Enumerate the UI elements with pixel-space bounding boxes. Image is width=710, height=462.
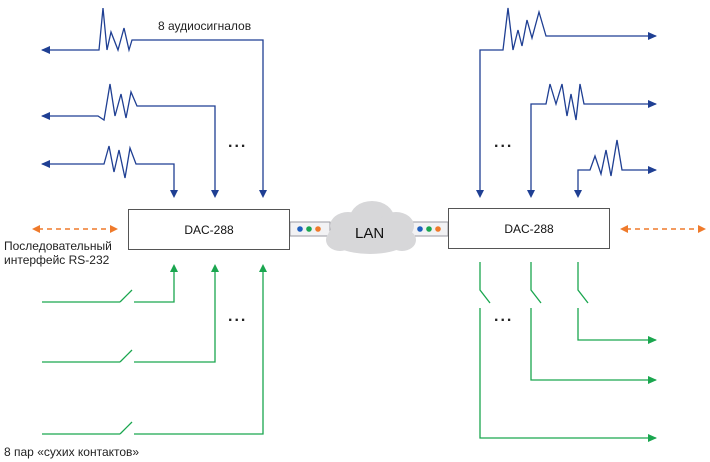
dry-contacts-label: 8 пар «сухих контактов»: [4, 445, 140, 459]
left-audio-line-2: [41, 83, 216, 190]
ellipsis-right-contacts: ...: [494, 308, 514, 325]
right-audio-line-3: [577, 139, 657, 190]
left-audio-line-3: [41, 145, 175, 190]
lan-label: LAN: [355, 225, 385, 242]
lan-cloud: [326, 201, 416, 254]
left-audio-line-1: [41, 7, 264, 190]
left-contact-3: [42, 272, 264, 435]
right-audio-line-2: [530, 83, 657, 190]
right-contact-3: [577, 262, 656, 340]
lan-cable-right: [409, 221, 449, 237]
left-contact-lines: [42, 272, 264, 435]
rs232-label-line1: Последовательный: [4, 239, 112, 253]
right-contact-lines: [479, 262, 656, 438]
left-audio-lines: [41, 7, 264, 190]
right-audio-line-1: [479, 7, 657, 190]
audio-signals-label: 8 аудиосигналов: [158, 19, 252, 33]
left-contact-2: [42, 272, 216, 363]
left-contact-1: [42, 272, 175, 303]
ellipsis-left-contacts: ...: [228, 308, 248, 325]
rs232-label-line2: интерфейс RS-232: [4, 253, 110, 267]
ellipsis-left-audio: ...: [228, 134, 248, 151]
left-device-label: DAC-288: [184, 222, 234, 237]
rs232-right-arrowheads: [620, 225, 706, 233]
lan-cable-left: [289, 221, 331, 237]
right-device-box: DAC-288: [448, 208, 610, 249]
left-contact-arrowheads: [170, 264, 267, 272]
rs232-left-arrowheads: [32, 225, 118, 233]
ellipsis-right-audio: ...: [494, 134, 514, 151]
right-device-label: DAC-288: [504, 221, 554, 236]
right-audio-lines: [479, 7, 657, 190]
right-audio-arrowheads: [476, 190, 582, 198]
left-device-box: DAC-288: [128, 209, 290, 250]
right-contact-1: [479, 262, 656, 438]
left-audio-arrowheads: [170, 190, 267, 198]
right-contact-2: [530, 262, 656, 380]
